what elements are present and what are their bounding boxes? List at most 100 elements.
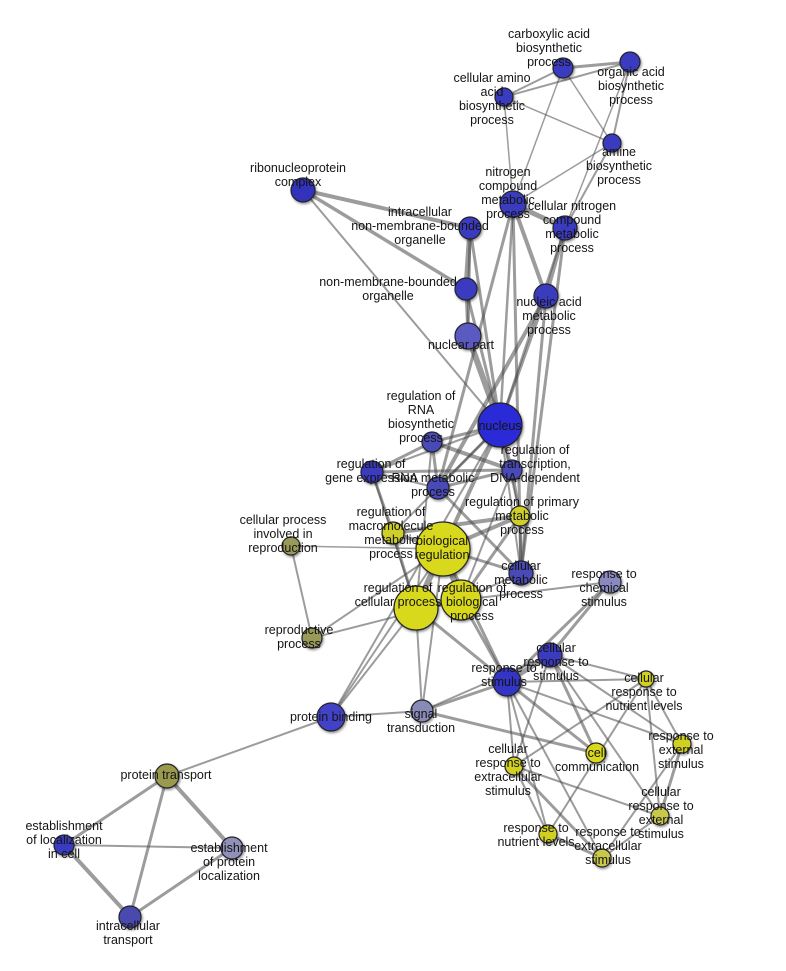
- edge-amine--nitrogen-compound: [512, 142, 613, 205]
- edge-amino-acid--amine: [503, 96, 613, 144]
- node-nitrogen-compound[interactable]: [499, 190, 527, 218]
- edge-resp-nutrient-levels--cell-resp-extracellular: [513, 765, 549, 835]
- edge-reg-primary-metabolic--reg-macromolecule: [391, 514, 522, 535]
- node-reg-gene-expression[interactable]: [360, 460, 384, 484]
- node-reg-rna-biosynthetic[interactable]: [421, 431, 443, 453]
- edge-rnp-complex--nm-organelle: [301, 188, 468, 291]
- edge-carboxylic-acid--organic-acid: [561, 60, 632, 70]
- node-biological-regulation[interactable]: [415, 521, 471, 577]
- node-nucleic-acid-metabolic[interactable]: [533, 283, 559, 309]
- edge-nucleus--cellular-nitrogen: [498, 226, 567, 427]
- node-resp-chemical[interactable]: [598, 570, 622, 594]
- edge-amino-acid--organic-acid: [503, 61, 631, 98]
- edge-signal-transduction--cell-resp-stimulus: [421, 654, 551, 712]
- node-cellular-metabolic[interactable]: [508, 560, 534, 586]
- edge-cell-resp-nutrient--cell-resp-extracellular: [513, 678, 647, 767]
- node-cell-resp-nutrient[interactable]: [637, 670, 655, 688]
- node-resp-external[interactable]: [672, 734, 692, 754]
- node-rnp-complex[interactable]: [290, 177, 316, 203]
- node-nucleus[interactable]: [477, 402, 523, 448]
- node-organic-acid[interactable]: [619, 51, 641, 73]
- edge-reg-cellular-process--reg-rna-biosynthetic: [415, 441, 433, 609]
- edge-protein-transport--est-protein-localization: [165, 774, 234, 850]
- node-reg-transcription[interactable]: [501, 459, 523, 481]
- edge-est-localization-cell--intracellular-transport: [62, 843, 132, 919]
- edge-signal-transduction--resp-stimulus: [420, 680, 509, 713]
- edge-cp-reproduction--reproductive-process: [290, 545, 313, 639]
- edge-cell-resp-nutrient--cell-resp-external: [645, 678, 661, 817]
- node-cell-resp-external[interactable]: [650, 806, 670, 826]
- node-intracellular-organelle[interactable]: [458, 216, 482, 240]
- node-amine[interactable]: [602, 133, 622, 153]
- node-protein-transport[interactable]: [154, 763, 180, 789]
- edge-protein-binding--nucleus: [330, 424, 501, 718]
- edge-cell-resp-stimulus--cell-resp-nutrient: [549, 654, 647, 680]
- edge-nucleic-acid-metabolic--rna-metabolic: [436, 294, 548, 490]
- edge-nucleus--cellular-metabolic: [499, 424, 522, 574]
- edge-resp-extracellular--cell-resp-external: [601, 815, 661, 859]
- node-reg-biological-process[interactable]: [440, 579, 482, 621]
- edge-resp-external--cell-resp-external: [658, 742, 684, 818]
- node-cell-resp-stimulus[interactable]: [537, 642, 563, 668]
- node-nm-organelle[interactable]: [454, 277, 478, 301]
- edge-rnp-complex--nucleus: [302, 189, 501, 426]
- node-carboxylic-acid[interactable]: [552, 57, 574, 79]
- node-resp-nutrient-levels[interactable]: [538, 824, 558, 844]
- node-resp-extracellular[interactable]: [592, 848, 612, 868]
- node-est-localization-cell[interactable]: [53, 834, 75, 856]
- edge-resp-stimulus--cell-resp-nutrient: [506, 678, 647, 683]
- node-reproductive-process[interactable]: [301, 627, 323, 649]
- node-reg-macromolecule[interactable]: [381, 521, 405, 545]
- edge-protein-binding--reg-cellular-process: [330, 607, 417, 718]
- node-cellular-nitrogen[interactable]: [552, 215, 578, 241]
- edge-carboxylic-acid--nitrogen-compound: [512, 67, 564, 205]
- edge-protein-binding--biological-regulation: [330, 548, 444, 718]
- node-amino-acid[interactable]: [494, 87, 514, 107]
- edge-cell-communication--signal-transduction: [420, 709, 598, 755]
- edge-cell-resp-stimulus--cell-resp-extracellular: [513, 654, 551, 767]
- edge-cell-resp-nutrient--resp-external: [645, 678, 683, 745]
- edge-resp-extracellular--cell-resp-extracellular: [512, 764, 604, 860]
- edge-rnp-complex--intracellular-organelle: [301, 188, 472, 230]
- edge-cell-resp-stimulus--resp-chemical: [548, 580, 612, 657]
- node-cp-reproduction[interactable]: [281, 536, 301, 556]
- edge-protein-transport--est-localization-cell: [62, 774, 169, 847]
- node-reg-cellular-process[interactable]: [393, 585, 439, 631]
- edge-protein-binding--signal-transduction: [330, 710, 423, 718]
- node-intracellular-transport[interactable]: [118, 905, 142, 929]
- node-rna-metabolic[interactable]: [426, 476, 450, 500]
- edge-est-protein-localization--intracellular-transport: [128, 846, 234, 919]
- node-est-protein-localization[interactable]: [220, 836, 244, 860]
- edge-nitrogen-compound--nucleic-acid-metabolic: [511, 202, 548, 298]
- node-signal-transduction[interactable]: [410, 699, 434, 723]
- edge-resp-stimulus--cell-communication: [505, 680, 598, 755]
- edge-resp-external--resp-extracellular: [601, 743, 683, 859]
- edge-cell-resp-stimulus--cell-resp-external: [549, 654, 661, 817]
- node-protein-binding[interactable]: [316, 702, 346, 732]
- edge-nucleic-acid-metabolic--cellular-metabolic: [519, 294, 548, 575]
- edge-resp-stimulus--resp-extracellular: [506, 681, 603, 859]
- edge-reg-transcription--reg-gene-expression: [370, 468, 514, 474]
- edge-protein-binding--protein-transport: [166, 716, 332, 777]
- node-reg-primary-metabolic[interactable]: [509, 505, 531, 527]
- edge-reg-transcription--rna-metabolic: [436, 468, 514, 490]
- node-resp-stimulus[interactable]: [492, 667, 522, 697]
- edge-cell-resp-stimulus--cell-communication: [548, 653, 598, 755]
- edge-amine--cellular-nitrogen: [564, 142, 613, 229]
- node-cell-communication[interactable]: [585, 742, 607, 764]
- edge-amino-acid--nitrogen-compound: [503, 96, 514, 205]
- node-cell-resp-extracellular[interactable]: [504, 756, 524, 776]
- edge-intracellular-organelle--nucleus: [468, 226, 502, 427]
- edges-layer: [62, 60, 684, 919]
- edge-reg-rna-biosynthetic--reg-transcription: [430, 440, 514, 472]
- node-nuclear-part[interactable]: [454, 322, 482, 350]
- edge-reg-biological-process--reg-transcription: [460, 469, 513, 601]
